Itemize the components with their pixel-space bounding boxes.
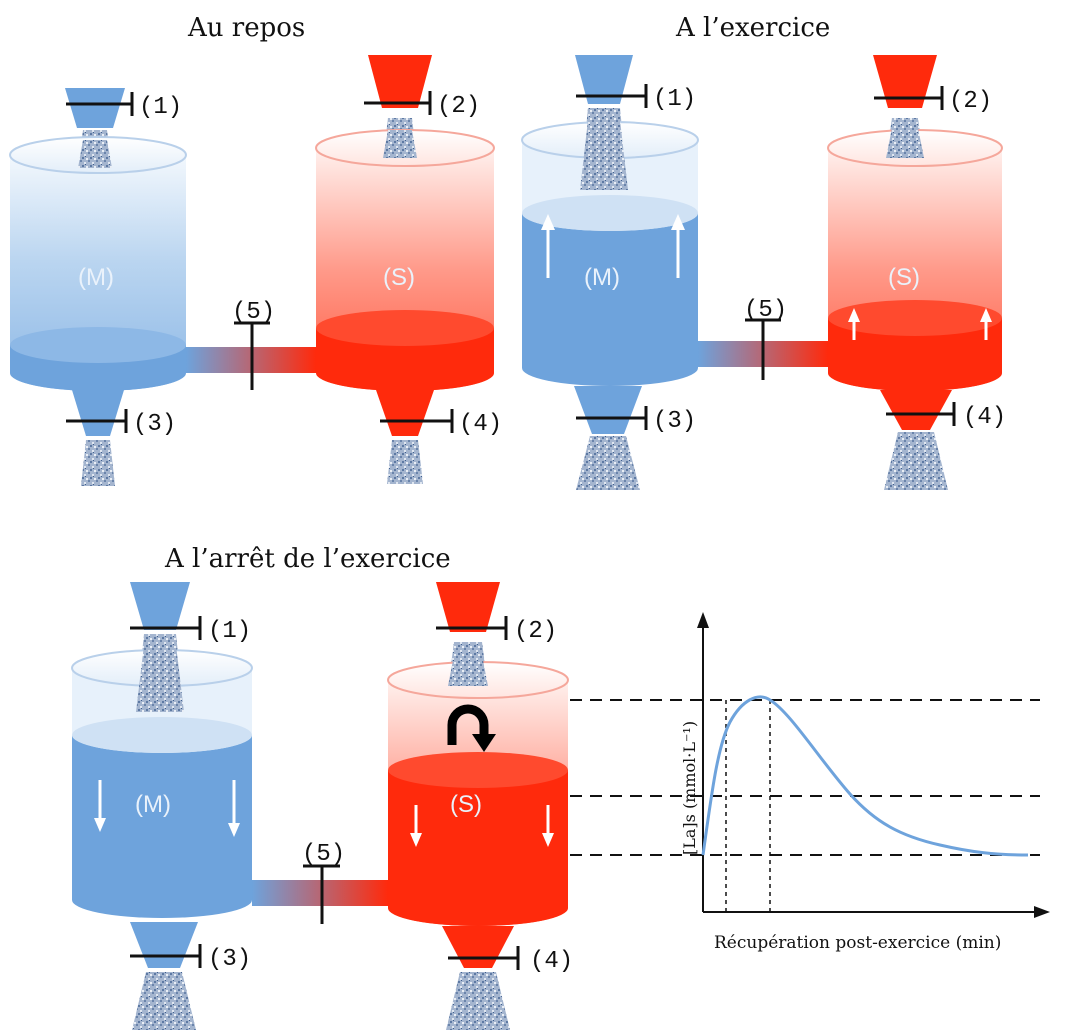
valve-4 — [448, 946, 520, 970]
valve-1-label: (1) — [208, 618, 251, 645]
muscle-tank: (M) — [9, 88, 187, 486]
muscle-label: (M) — [78, 264, 114, 291]
blood-tank: (S) — [827, 55, 1003, 490]
muscle-label: (M) — [584, 264, 620, 291]
muscle-tank: (M) — [521, 55, 699, 490]
connecting-pipe — [252, 880, 388, 906]
valve-4-label: (4) — [963, 404, 1006, 431]
lactate-graph: [La]s (mmol·L⁻¹) Récupération post-exerc… — [680, 612, 1050, 953]
valve-4-label: (4) — [530, 948, 573, 975]
y-axis-label: [La]s (mmol·L⁻¹) — [680, 721, 699, 855]
valve-1 — [576, 84, 648, 108]
panel-rest: Au repos (M) (S) — [9, 13, 502, 486]
blood-tank: (S) — [387, 582, 569, 1030]
valve-3-label: (3) — [133, 411, 176, 438]
panel-exercise: A l’exercice (M) — [521, 13, 1006, 490]
valve-2-label: (2) — [949, 88, 992, 115]
y-axis-arrow-icon — [697, 612, 709, 628]
valve-1-label: (1) — [653, 86, 696, 113]
muscle-tank: (M) — [71, 582, 253, 1030]
x-axis-arrow-icon — [1034, 906, 1050, 918]
valve-4 — [886, 402, 956, 426]
valve-1 — [66, 92, 134, 116]
valve-3 — [576, 406, 648, 430]
valve-2 — [874, 86, 944, 110]
valve-2-label: (2) — [437, 93, 480, 120]
valve-5-label: (5) — [744, 297, 787, 324]
panel-title: A l’exercice — [675, 13, 830, 43]
valve-2-label: (2) — [514, 618, 557, 645]
blood-label: (S) — [450, 791, 482, 818]
dashed-guides — [570, 699, 1040, 856]
valve-1 — [130, 616, 202, 640]
blood-tank: (S) — [315, 55, 495, 484]
valve-5 — [303, 864, 340, 924]
valve-5-label: (5) — [302, 841, 345, 868]
valve-1-label: (1) — [139, 94, 182, 121]
panel-title: A l’arrêt de l’exercice — [164, 544, 451, 574]
lactate-curve — [701, 695, 1029, 857]
valve-3-label: (3) — [653, 408, 696, 435]
valve-5 — [234, 321, 270, 390]
valve-5-label: (5) — [232, 299, 275, 326]
panel-stop: A l’arrêt de l’exercice (M) — [71, 544, 1050, 1030]
valve-4-label: (4) — [459, 411, 502, 438]
valve-4 — [380, 409, 454, 433]
muscle-label: (M) — [135, 791, 171, 818]
panel-title: Au repos — [187, 13, 305, 43]
valve-2 — [436, 616, 508, 640]
blood-label: (S) — [888, 264, 920, 291]
blood-label: (S) — [383, 264, 415, 291]
x-axis-label: Récupération post-exercice (min) — [714, 933, 1001, 953]
valve-3-label: (3) — [208, 946, 251, 973]
valve-3 — [66, 409, 128, 433]
valve-3 — [130, 944, 202, 968]
u-turn-arrow-icon — [447, 704, 496, 752]
valve-5 — [745, 318, 781, 380]
valve-2 — [364, 91, 432, 115]
